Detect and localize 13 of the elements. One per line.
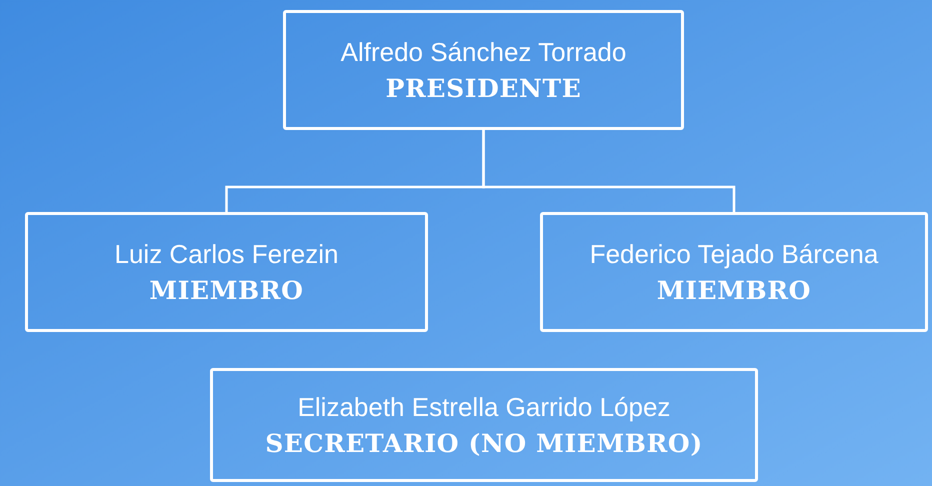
connector-line (482, 130, 736, 212)
person-box (25, 212, 428, 332)
person-name: Elizabeth Estrella Garrido López (298, 391, 670, 424)
role-title: MIEMBRO (656, 274, 812, 306)
person-box (210, 368, 758, 482)
role-title: SECRETARIO (NO MIEMBRO) (265, 428, 703, 459)
person-box (540, 212, 928, 332)
person-name: Luiz Carlos Ferezin (114, 238, 338, 271)
person-name: Alfredo Sánchez Torrado (340, 36, 626, 69)
role-title: MIEMBRO (149, 274, 304, 306)
person-box (283, 10, 684, 130)
role-title: PRESIDENTE (386, 72, 582, 104)
person-name: Federico Tejado Bárcena (590, 238, 878, 271)
